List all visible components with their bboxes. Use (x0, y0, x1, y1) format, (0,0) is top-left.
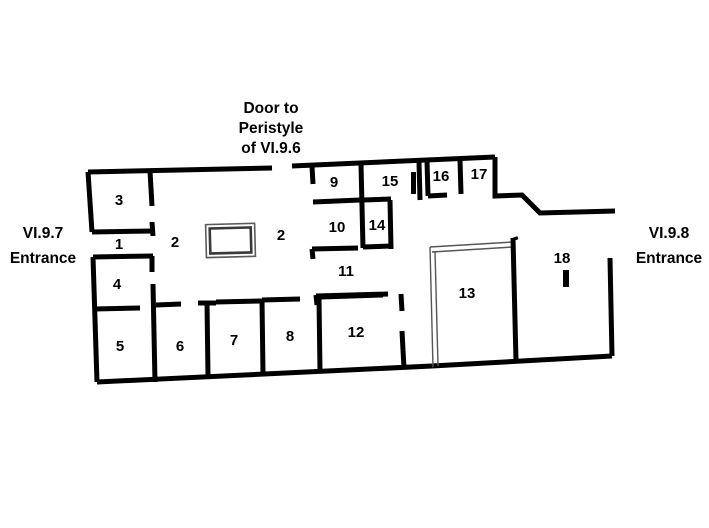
peristyle-note-line3: of VI.9.6 (241, 140, 301, 157)
wall-room10-west-stub (309, 248, 316, 260)
wall-room16-west (424, 160, 431, 197)
room-number-labels: 1 2 2 3 4 5 6 7 8 9 10 11 12 13 14 15 16… (113, 166, 571, 355)
peristyle-note-line1: Door to (243, 100, 298, 117)
room-label-14: 14 (369, 217, 386, 234)
pier-room-18-icon (563, 270, 569, 287)
wall-room10-south-west (311, 245, 359, 252)
room-1-walls (92, 253, 155, 272)
wall-room15-east (416, 161, 423, 201)
wall-room13-east (510, 237, 519, 362)
room-label-4: 4 (113, 276, 122, 293)
room-label-5: 5 (116, 338, 124, 355)
wall-top-left (87, 165, 273, 175)
room-12-walls (320, 292, 407, 369)
wall-room12-north (320, 292, 384, 300)
room-label-17: 17 (471, 166, 488, 183)
room-13-walls (429, 237, 519, 368)
portico-north-inner (431, 246, 514, 253)
rooms-4-5-walls (93, 283, 158, 383)
room-label-1: 1 (115, 236, 123, 253)
wall-left-upper (85, 171, 95, 233)
wall-between-8-and-12 (316, 297, 323, 372)
wall-bottom-right (431, 353, 613, 369)
pier-room-15-icon (411, 172, 416, 194)
wall-between-6-and-7 (204, 301, 211, 377)
wall-room14-north (362, 196, 392, 203)
room-18-walls (512, 236, 519, 241)
room-label-13: 13 (459, 285, 476, 302)
wall-room12-east-bottom (400, 349, 407, 369)
annotation-door-to-peristyle: Door to Peristyle of VI.9.6 (239, 100, 304, 157)
wall-room8-north (261, 296, 301, 303)
wall-between-4-and-5 (93, 305, 141, 312)
wall-room3-east-upper (147, 170, 155, 207)
right-entrance-line1: VI.9.8 (649, 225, 690, 242)
wall-room7-north (215, 298, 263, 305)
wall-room9-west-stub (309, 165, 316, 185)
room-label-2b: 2 (277, 227, 285, 244)
left-entrance-line2: Entrance (10, 250, 77, 267)
rooms-9-15-walls (309, 161, 423, 306)
portico-north-outer (429, 241, 514, 248)
room-label-2a: 2 (171, 234, 179, 251)
wall-room18-west-top (512, 236, 519, 241)
room-label-18: 18 (554, 250, 571, 267)
room-label-10: 10 (329, 219, 346, 236)
annotation-left-entrance: VI.9.7 Entrance (10, 225, 77, 267)
wall-top-right-step (492, 157, 616, 216)
peristyle-note-line2: Peristyle (239, 120, 304, 137)
annotation-right-entrance: VI.9.8 Entrance (636, 225, 703, 267)
room-label-12: 12 (348, 324, 365, 341)
wall-room9-south (312, 197, 361, 205)
wall-room10-south-east (362, 243, 392, 250)
room-label-7: 7 (230, 332, 238, 349)
wall-between-16-and-17 (457, 159, 464, 195)
wall-left-lower (90, 256, 100, 383)
room-label-16: 16 (433, 168, 450, 185)
portico-west-outer (429, 246, 434, 368)
wall-room3-south (91, 228, 154, 235)
wall-room4-5-east (150, 283, 158, 383)
room-label-9: 9 (330, 174, 338, 191)
wall-between-9-10-and-15-14 (358, 163, 366, 249)
impluvium-basin (204, 222, 257, 259)
wall-top-right (291, 154, 496, 169)
room-3-walls (91, 170, 156, 237)
wall-room6-north (155, 301, 182, 308)
wall-room12-east-upper (398, 293, 405, 312)
right-entrance-line2: Entrance (636, 250, 703, 267)
wall-room12-east-lower (399, 330, 406, 351)
wall-room14-east (387, 199, 394, 250)
impluvium-inner-basin (208, 226, 253, 255)
room-label-6: 6 (176, 338, 184, 355)
wall-between-7-and-8 (259, 299, 266, 375)
wall-room1-south (92, 253, 154, 260)
rooms-16-17-walls (424, 159, 464, 199)
room-label-11: 11 (338, 263, 354, 280)
room-label-15: 15 (382, 173, 399, 190)
room-label-8: 8 (286, 328, 294, 345)
room-label-3: 3 (115, 192, 123, 209)
portico-west-inner (434, 250, 439, 367)
left-entrance-line1: VI.9.7 (23, 225, 64, 242)
wall-right-lower (607, 257, 615, 357)
wall-room16-south (427, 192, 448, 199)
rooms-6-7-8-walls (155, 296, 323, 377)
